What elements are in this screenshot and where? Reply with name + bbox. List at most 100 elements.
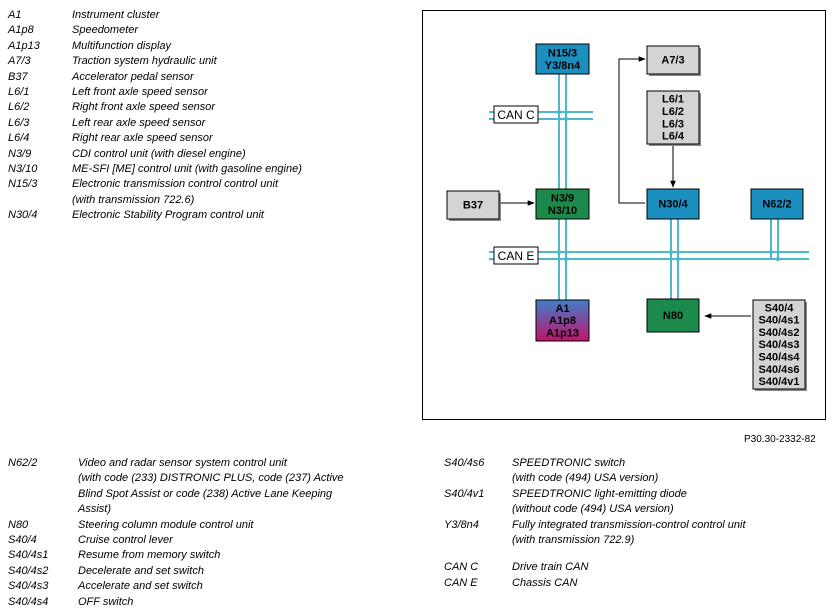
- legend-description: (with code (494) USA version): [512, 472, 659, 485]
- legend-code: N62/2: [8, 457, 38, 469]
- legend-code: S40/4v1: [444, 487, 485, 500]
- legend-description: OFF switch: [78, 595, 134, 608]
- module-box: [752, 299, 806, 390]
- legend-description: Right rear axle speed sensor: [72, 132, 213, 145]
- legend-code: CAN E: [444, 576, 478, 589]
- legend-code: A1p13: [8, 39, 40, 52]
- legend-code: Y3/8n4: [444, 518, 479, 531]
- module-s40: S40/4S40/4s1S40/4s2S40/4s3S40/4s4S40/4s6…: [752, 299, 807, 391]
- can-network-diagram: CAN C CAN E N15/3Y3/8n4 A7/3L6/1L6/2L6/3L…: [446, 43, 809, 391]
- module-label: L6/3: [662, 118, 684, 130]
- legend-code: S40/4s3: [8, 580, 49, 593]
- module-n80: N80: [646, 298, 700, 333]
- legend-code: CAN C: [444, 561, 479, 574]
- legend-description: Accelerate and set switch: [78, 580, 203, 593]
- module-label: N80: [663, 310, 683, 322]
- legend-description: Left rear axle speed sensor: [72, 116, 206, 129]
- legend-description: (with transmission 722.9): [512, 533, 635, 546]
- module-label: N15/3: [548, 48, 577, 60]
- module-box: [646, 90, 700, 145]
- legend-code: A1p8: [8, 24, 34, 37]
- module-label: A1: [555, 303, 569, 315]
- figure-reference: P30.30-2332-82: [744, 434, 816, 445]
- module-label: S40/4s6: [759, 364, 800, 376]
- module-box: [535, 299, 590, 342]
- module-label: S40/4: [765, 302, 795, 314]
- module-box: [446, 190, 500, 220]
- legend-description: Multifunction display: [72, 39, 172, 52]
- legend-code: L6/4: [8, 132, 30, 145]
- legend-description: Video and radar sensor system control un…: [78, 457, 287, 469]
- legend-description: Left front axle speed sensor: [72, 86, 208, 98]
- module-label: S40/4s3: [759, 339, 800, 351]
- legend-description: Accelerator pedal sensor: [72, 70, 194, 83]
- legend-description: (with transmission 722.6): [72, 193, 195, 206]
- legend-description: Instrument cluster: [72, 9, 160, 21]
- module-b37: B37: [446, 190, 501, 221]
- legend-description: Right front axle speed sensor: [72, 101, 216, 114]
- legend-code: A1: [8, 9, 22, 21]
- can-c-label: CAN C: [497, 108, 535, 122]
- module-box: [750, 188, 804, 220]
- module-box: [535, 43, 590, 75]
- legend-description: Fully integrated transmission-control co…: [512, 518, 746, 531]
- legend-description: (with code (233) DISTRONIC PLUS, code (2…: [78, 472, 344, 485]
- legend-description: Drive train CAN: [512, 561, 589, 574]
- legend-code: N3/10: [8, 163, 38, 175]
- module-label: B37: [463, 200, 483, 212]
- legend-code: N3/9: [8, 147, 32, 160]
- legend-description: CDI control unit (with diesel engine): [72, 147, 246, 160]
- legend-description: Assist): [78, 503, 111, 516]
- legend-description: (without code (494) USA version): [512, 503, 674, 516]
- module-n15-3: N15/3Y3/8n4: [535, 43, 590, 75]
- legend-description: Resume from memory switch: [78, 549, 221, 562]
- signal-arrows: [500, 56, 751, 319]
- module-label: S40/4s2: [759, 327, 800, 339]
- legend-code: N30/4: [8, 209, 38, 222]
- module-label: S40/4s1: [759, 315, 800, 327]
- legend-code: S40/4s2: [8, 564, 49, 577]
- can-c-label-box: CAN C: [493, 105, 539, 124]
- module-label: A1p13: [546, 327, 579, 339]
- module-box: [646, 188, 700, 220]
- legend-description: SPEEDTRONIC switch: [512, 457, 626, 469]
- legend-code: B37: [8, 70, 28, 83]
- legend-description: Chassis CAN: [512, 576, 578, 589]
- legend-description: Electronic transmission control control …: [72, 178, 279, 191]
- module-box: [535, 188, 590, 220]
- legend-description: Speedometer: [72, 24, 139, 37]
- module-n3: N3/9N3/10: [535, 188, 590, 220]
- legend-code: L6/3: [8, 116, 30, 129]
- module-n62-2: N62/2: [750, 188, 804, 220]
- legend-code: L6/1: [8, 86, 30, 98]
- legend-code: S40/4s4: [8, 595, 49, 608]
- legend-code: N80: [8, 518, 29, 531]
- module-label: A1p8: [549, 315, 576, 327]
- module-l6: L6/1L6/2L6/3L6/4: [646, 90, 701, 146]
- legend-code: S40/4s1: [8, 549, 49, 562]
- module-label: N30/4: [658, 199, 688, 211]
- module-label: N3/10: [548, 205, 577, 217]
- module-box: [646, 298, 700, 333]
- module-label: L6/1: [662, 94, 684, 106]
- legend-description: Electronic Stability Program control uni…: [72, 209, 264, 222]
- legend-description: ME-SFI [ME] control unit (with gasoline …: [72, 163, 302, 175]
- module-label: S40/4s4: [759, 351, 801, 363]
- legend-code: S40/4s6: [444, 457, 485, 469]
- module-label: N3/9: [551, 193, 574, 205]
- legend-description: Blind Spot Assist or code (238) Active L…: [78, 487, 333, 500]
- junction-dots: [556, 109, 781, 262]
- can-e-label: CAN E: [498, 249, 535, 263]
- module-a7-3: A7/3: [646, 45, 701, 76]
- legend-description: Traction system hydraulic unit: [72, 55, 217, 68]
- can-e-bus: [489, 251, 809, 260]
- module-label: S40/4v1: [759, 376, 800, 388]
- module-label: N62/2: [762, 199, 791, 211]
- legend-description: SPEEDTRONIC light-emitting diode: [512, 487, 687, 500]
- legend-description: Decelerate and set switch: [78, 564, 204, 577]
- legend-code: N15/3: [8, 178, 38, 191]
- module-label: Y3/8n4: [545, 60, 581, 72]
- legend-description: Cruise control lever: [78, 534, 173, 546]
